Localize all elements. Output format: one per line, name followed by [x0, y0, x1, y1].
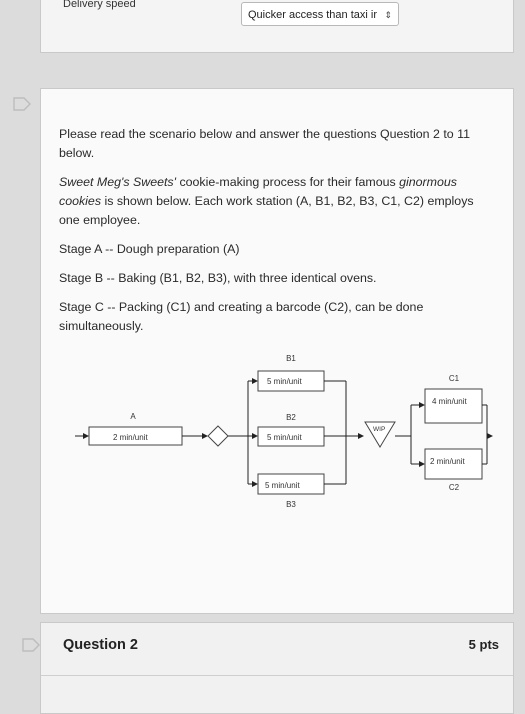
question-card: Question 2 5 pts	[40, 622, 514, 714]
delivery-speed-label: Delivery speed	[63, 0, 136, 10]
station-c2-label: C2	[449, 483, 460, 492]
scenario-intro: Please read the scenario below and answe…	[59, 127, 470, 160]
station-b1-label: B1	[286, 354, 296, 363]
process-flow-diagram: A 2 min/unit B1 5 min/unit B2 5 min/unit…	[75, 354, 493, 509]
stage-a-text: Stage A -- Dough preparation (A)	[59, 242, 240, 256]
bookmark-flag-icon[interactable]	[13, 97, 31, 111]
previous-question-card: Delivery speed Quicker access than taxi …	[40, 0, 514, 53]
question-header-divider	[41, 675, 513, 676]
station-c2-time: 2 min/unit	[430, 457, 465, 466]
station-a-label: A	[130, 412, 136, 421]
scenario-card: Please read the scenario below and answe…	[40, 88, 514, 614]
question-points: 5 pts	[468, 637, 499, 652]
station-b1-time: 5 min/unit	[267, 377, 302, 386]
split-diamond	[207, 425, 229, 447]
bookmark-flag-icon[interactable]	[22, 638, 40, 652]
select-value: Quicker access than taxi ir	[248, 9, 377, 21]
wip-label: WIP	[373, 426, 385, 433]
station-a-time: 2 min/unit	[113, 433, 148, 442]
stage-b-text: Stage B -- Baking (B1, B2, B3), with thr…	[59, 271, 377, 285]
delivery-speed-select[interactable]: Quicker access than taxi ir ⇕	[241, 2, 399, 26]
station-b2-label: B2	[286, 413, 296, 422]
station-b3-time: 5 min/unit	[265, 481, 300, 490]
select-arrow-icon: ⇕	[384, 10, 392, 20]
station-c1-label: C1	[449, 374, 460, 383]
station-c1-box	[424, 388, 483, 424]
station-c1-time: 4 min/unit	[432, 397, 467, 406]
wip-inventory-triangle	[364, 421, 396, 448]
station-b3-label: B3	[286, 500, 296, 509]
stage-c-text: Stage C -- Packing (C1) and creating a b…	[59, 300, 424, 333]
station-b2-time: 5 min/unit	[267, 433, 302, 442]
question-title: Question 2	[63, 637, 138, 653]
scenario-description: Sweet Meg's Sweets' cookie-making proces…	[59, 175, 474, 227]
scenario-text: Please read the scenario below and answe…	[59, 125, 495, 346]
